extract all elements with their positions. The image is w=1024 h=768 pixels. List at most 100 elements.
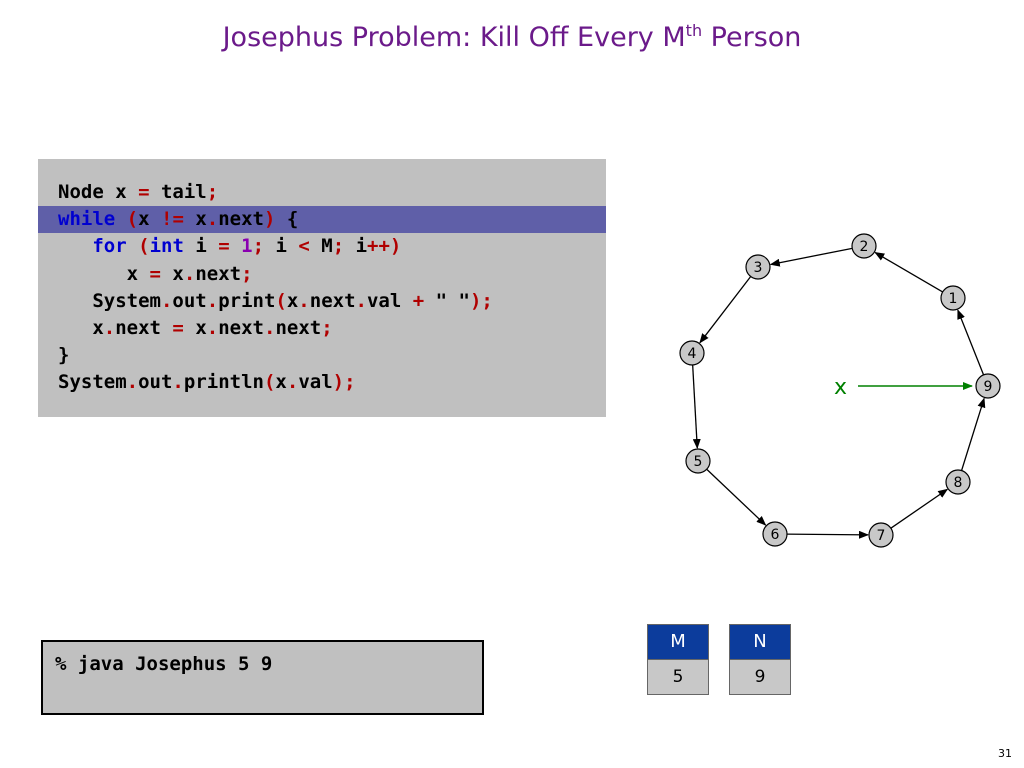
code-token: x	[286, 289, 299, 312]
code-token: {	[275, 208, 299, 231]
next-link-arrow	[769, 247, 853, 267]
node-label: 4	[688, 346, 697, 362]
code-token: .	[206, 208, 219, 231]
node-label: 2	[860, 239, 869, 255]
var-m-value: 5	[648, 659, 708, 694]
list-node-7: 7	[868, 522, 894, 548]
code-line-7: }	[38, 342, 606, 369]
code-token: tail	[149, 181, 207, 203]
code-token: next	[218, 208, 264, 231]
code-token: !=	[161, 208, 184, 231]
code-token: Node x	[58, 181, 139, 203]
code-line-4: x = x.next;	[38, 261, 606, 288]
code-token: x	[58, 262, 150, 285]
code-token: next	[309, 289, 356, 312]
code-token: next	[218, 317, 264, 339]
list-node-8: 8	[945, 469, 971, 495]
code-token: <	[298, 235, 310, 258]
node-circle	[945, 469, 971, 495]
node-label: 8	[954, 475, 963, 491]
code-token: i	[183, 235, 219, 258]
title-superscript: th	[685, 21, 703, 40]
code-line-1: Node x = tail;	[38, 179, 606, 206]
code-token: (	[138, 235, 150, 258]
node-circle	[745, 254, 771, 280]
list-node-3: 3	[745, 254, 771, 280]
list-node-2: 2	[851, 233, 877, 259]
code-token: x	[58, 317, 104, 339]
code-line-2: while (x != x.next) {	[38, 206, 606, 234]
code-token: ;	[321, 317, 333, 339]
code-token: +	[412, 289, 425, 312]
code-token: .	[206, 317, 219, 339]
code-token: i	[264, 235, 299, 258]
next-link-arrow	[699, 276, 752, 344]
code-token: ;	[206, 181, 219, 203]
code-token: )	[264, 208, 276, 231]
next-link-arrow	[786, 530, 870, 539]
code-line-6: x.next = x.next.next;	[38, 315, 606, 342]
list-node-5: 5	[685, 448, 711, 474]
code-token: val	[366, 289, 413, 312]
code-token: print	[218, 289, 276, 312]
code-token: x	[160, 262, 184, 285]
code-token: .	[126, 371, 139, 394]
code-token: .	[206, 289, 219, 312]
code-token: next	[275, 317, 322, 339]
code-panel: Node x = tail;while (x != x.next) { for …	[38, 159, 606, 417]
code-token: for	[92, 235, 127, 258]
var-m-box: M 5	[647, 624, 709, 695]
terminal-command: % java Josephus 5 9	[55, 653, 273, 675]
code-token: =	[138, 181, 150, 203]
next-link-arrow	[960, 397, 986, 471]
code-line-5: System.out.print(x.next.val + " ");	[38, 288, 606, 315]
var-n-box: N 9	[729, 624, 791, 695]
code-token: .	[263, 317, 276, 339]
code-token: ;	[241, 262, 253, 285]
code-token: =	[218, 235, 230, 258]
code-token: =	[149, 262, 161, 285]
var-m-name: M	[648, 625, 708, 659]
pointer-label: x	[834, 375, 847, 400]
node-circle	[975, 373, 1001, 399]
code-token: i	[344, 235, 368, 258]
var-n-name: N	[730, 625, 790, 659]
code-token: while	[58, 208, 116, 231]
code-token: System	[58, 371, 127, 394]
next-link-arrow	[957, 309, 985, 376]
code-token: }	[58, 344, 70, 367]
code-token: .	[298, 289, 310, 312]
node-circle	[762, 521, 788, 547]
code-token: val	[298, 371, 333, 394]
code-token: ;	[252, 235, 265, 258]
title-tail: Person	[702, 22, 802, 53]
next-link-arrow	[874, 251, 943, 293]
code-token: .	[286, 371, 299, 394]
code-token: out	[172, 289, 207, 312]
code-token: );	[332, 371, 356, 394]
code-token: ++)	[367, 235, 402, 258]
node-circle	[851, 233, 877, 259]
slide-title: Josephus Problem: Kill Off Every Mth Per…	[0, 22, 1024, 53]
code-token: int	[149, 235, 184, 258]
code-token: 1	[241, 235, 253, 258]
code-token: ;	[332, 235, 345, 258]
node-label: 9	[984, 379, 993, 395]
node-circle	[940, 285, 966, 311]
title-main: Josephus Problem: Kill Off Every M	[222, 22, 686, 53]
code-line-8: System.out.println(x.val);	[38, 369, 606, 396]
code-token: M	[309, 235, 333, 258]
code-token: x	[183, 317, 207, 339]
code-token: );	[469, 289, 493, 312]
code-token: out	[138, 371, 173, 394]
code-token: System	[58, 289, 161, 312]
code-token: .	[172, 371, 184, 394]
list-node-9: 9	[975, 373, 1001, 399]
node-circle	[685, 448, 711, 474]
node-label: 7	[877, 528, 886, 544]
var-n-value: 9	[730, 659, 790, 694]
node-label: 5	[694, 454, 703, 470]
code-token: (	[126, 208, 139, 231]
node-label: 6	[771, 527, 780, 543]
